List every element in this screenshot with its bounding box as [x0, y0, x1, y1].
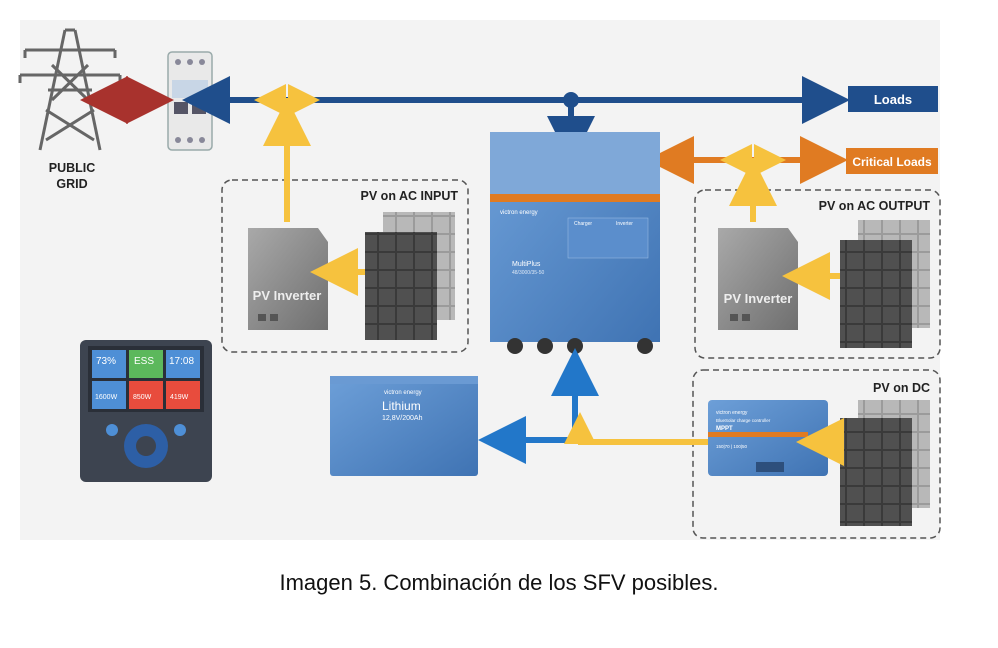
battery-name: Lithium: [382, 399, 421, 413]
public-grid-label-2: GRID: [56, 177, 87, 191]
pv-dc-label: PV on DC: [873, 381, 930, 395]
lithium-battery: [330, 376, 478, 476]
loads-label: Loads: [874, 92, 912, 107]
pv-inverter-1-label: PV Inverter: [253, 288, 322, 303]
battery-spec: 12,8V/200Ah: [382, 415, 423, 422]
public-grid-label-1: PUBLIC: [49, 161, 96, 175]
multiplus-inverter-charger: [490, 132, 660, 354]
mppt-brand: victron energy: [716, 410, 748, 416]
pv-ac-input-group: [221, 179, 469, 353]
solar-panel-3: [840, 400, 930, 526]
multiplus-model: 48/3000/35-50: [512, 270, 544, 276]
multiplus-inverter-label: Inverter: [616, 221, 633, 227]
gx-panel-ess: ESS: [134, 356, 154, 367]
pv-inverter-2: [718, 228, 798, 330]
pv-ac-output-group: [694, 189, 941, 359]
color-control-gx: [80, 340, 212, 482]
gx-panel-time: 17:08: [169, 356, 194, 367]
gx-panel-v3: 419W: [170, 394, 189, 401]
pv-ac-output-label: PV on AC OUTPUT: [819, 199, 931, 213]
figure-caption: Imagen 5. Combinación de los SFV posible…: [279, 570, 719, 595]
mppt-subtitle: BlueSolar charge controller: [716, 418, 771, 423]
multiplus-brand: victron energy: [500, 210, 538, 216]
loads-tag: [848, 86, 938, 112]
pv-inverter-2-label: PV Inverter: [724, 291, 793, 306]
multiplus-name: MultiPlus: [512, 261, 541, 268]
solar-panel-2: [840, 220, 930, 348]
gx-panel-v2: 850W: [133, 394, 152, 401]
critical-loads-label: Critical Loads: [852, 155, 932, 169]
pv-ac-input-label: PV on AC INPUT: [361, 189, 459, 203]
solar-panel-1: [365, 212, 455, 340]
battery-brand: victron energy: [384, 390, 422, 396]
mppt-name: MPPT: [716, 426, 733, 432]
mppt-model: 150|70 | 100|50: [716, 444, 748, 449]
pv-inverter-1: [248, 228, 328, 330]
critical-loads-tag: [846, 148, 938, 174]
pv-dc-group: [692, 369, 941, 539]
system-diagram: PUBLIC GRID Loads Critical Loads PV on A…: [18, 20, 941, 540]
gx-panel-v1: 1600W: [95, 394, 118, 401]
gx-panel-pct: 73%: [96, 356, 116, 367]
energy-meter: [167, 51, 213, 151]
multiplus-charger-label: Charger: [574, 221, 592, 227]
